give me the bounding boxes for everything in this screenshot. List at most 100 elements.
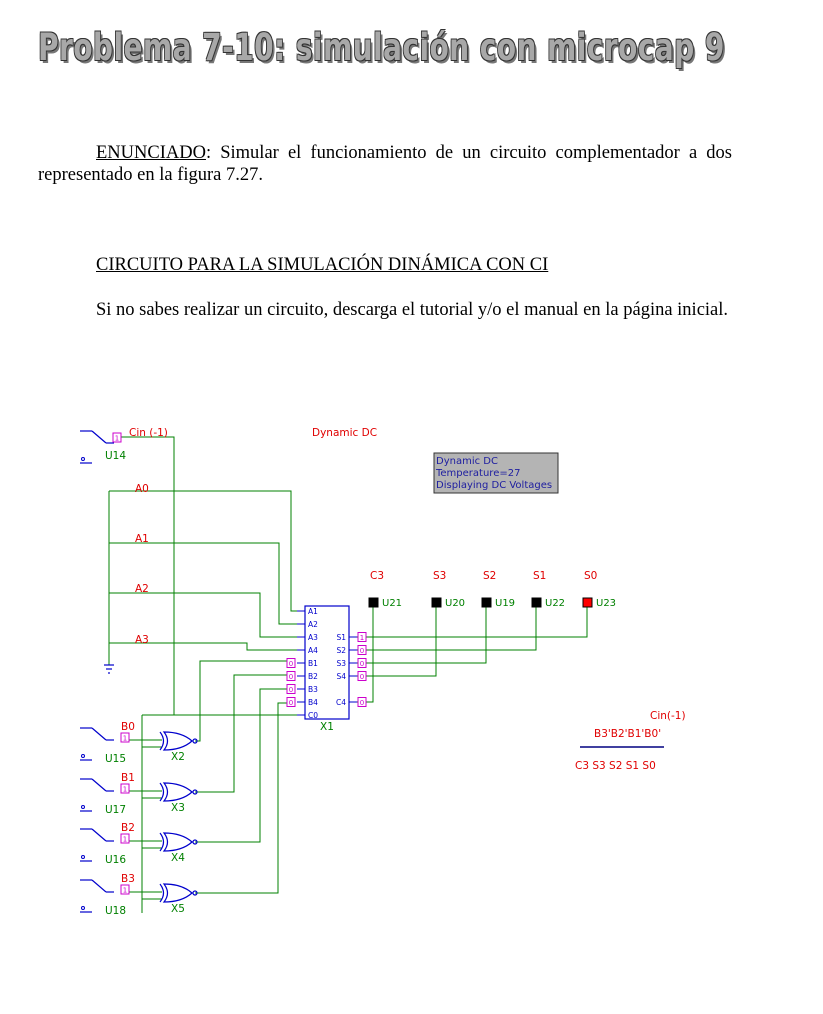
b-state-b3-box xyxy=(120,884,130,895)
output-probe-label-u22: U22 xyxy=(545,598,565,609)
ic-s2-state-box xyxy=(357,645,367,655)
xor-gate-label-x4: X4 xyxy=(171,852,185,864)
switch-terminal xyxy=(81,906,85,910)
ic-pin-a3: A3 xyxy=(308,633,318,642)
ic-s2-state: 0 xyxy=(360,647,364,655)
b-switch-label-u16: U16 xyxy=(105,854,126,866)
ic-pin-b3: B3 xyxy=(308,685,318,694)
cin-state-box xyxy=(112,432,122,443)
xor-output-wire xyxy=(195,688,287,843)
a-line-wire xyxy=(109,542,297,625)
ic-b3-state: 0 xyxy=(289,686,293,694)
ic-pin-s3: S3 xyxy=(336,659,346,668)
help-text: Si no sabes realizar un circuito, descar… xyxy=(96,300,729,320)
a-line-wire xyxy=(109,490,297,612)
page-title: Problema 7-10: simulación con microcap 9 xyxy=(38,26,725,69)
switch-terminal xyxy=(81,754,85,758)
xor-output-dot xyxy=(192,789,198,795)
xor-output-dot xyxy=(192,738,198,744)
cin-label: Cin (-1) xyxy=(129,427,168,439)
wires xyxy=(108,436,588,913)
b-state-b0-box xyxy=(120,732,130,743)
output-label-s3: S3 xyxy=(433,570,446,582)
b-switch-label-u15: U15 xyxy=(105,753,126,765)
ic-name: X1 xyxy=(320,721,334,733)
input-line-a3: A3 xyxy=(135,634,149,646)
xor-body xyxy=(162,883,193,903)
output-probe-u20 xyxy=(431,597,442,608)
output-wire xyxy=(357,607,487,664)
a-line-wire xyxy=(109,592,297,638)
ic-pin-a2: A2 xyxy=(308,620,318,629)
ic-s4-state: 0 xyxy=(360,673,364,681)
xor-back-curve xyxy=(159,883,165,903)
output-label-c3: C3 xyxy=(370,570,384,582)
b-switch-b1 xyxy=(80,778,114,812)
ic-s1-state-box xyxy=(357,632,367,642)
b-switch-b2 xyxy=(80,828,114,862)
xor-gate-x3 xyxy=(159,782,198,802)
enunciado-paragraph: ENUNCIADO: Simular el funcionamiento de … xyxy=(38,142,732,186)
b-label-b2: B2 xyxy=(121,822,135,834)
output-label-s0: S0 xyxy=(584,570,597,582)
circuit-schematic: 1A1A2A3A4B1B2B3B4C0S1S2S3S4C4C3U21S3U20S… xyxy=(72,403,738,933)
info-line-3: Displaying DC Voltages xyxy=(436,480,552,491)
output-wire xyxy=(357,607,537,651)
switch-lever xyxy=(91,879,107,893)
circuit-heading: CIRCUITO PARA LA SIMULACIÓN DINÁMICA CON… xyxy=(96,255,549,275)
input-line-a1: A1 xyxy=(135,533,149,545)
a-line-wire xyxy=(109,642,297,651)
xor-gate-label-x2: X2 xyxy=(171,751,185,763)
equation-bottom: C3 S3 S2 S1 S0 xyxy=(575,760,656,772)
cin-state: 1 xyxy=(115,435,119,443)
help-paragraph: Si no sabes realizar un circuito, descar… xyxy=(38,299,732,321)
ic-pin-c4: C4 xyxy=(336,698,346,707)
info-line-2: Temperature=27 xyxy=(435,468,520,479)
xor-gate-x2 xyxy=(159,731,198,751)
mode-label: Dynamic DC xyxy=(312,427,377,439)
output-probe-u21 xyxy=(368,597,379,608)
output-probe-label-u19: U19 xyxy=(495,598,515,609)
b-switch-b0 xyxy=(80,727,114,761)
ic-b4-state-box xyxy=(286,697,296,707)
parts: 1A1A2A3A4B1B2B3B4C0S1S2S3S4C4C3U21S3U20S… xyxy=(80,430,616,917)
xor-body xyxy=(162,832,193,852)
ic-pin-s2: S2 xyxy=(336,646,346,655)
output-probe-label-u20: U20 xyxy=(445,598,465,609)
xor-gate-label-x5: X5 xyxy=(171,903,185,915)
output-probe-u19 xyxy=(481,597,492,608)
b-state-b1: 1 xyxy=(123,786,127,794)
output-probe-u23 xyxy=(582,597,593,608)
output-probe-label-u21: U21 xyxy=(382,598,402,609)
ic-b1-state-box xyxy=(286,658,296,668)
switch-terminal xyxy=(81,805,85,809)
b-state-b2: 1 xyxy=(123,836,127,844)
ic-s3-state-box xyxy=(357,658,367,668)
ic-s3-state: 0 xyxy=(360,660,364,668)
ic-b3-state-box xyxy=(286,684,296,694)
ic-c4-state-box xyxy=(357,697,367,707)
xor-gate-label-x3: X3 xyxy=(171,802,185,814)
output-label-s1: S1 xyxy=(533,570,546,582)
info-box: Dynamic DC Temperature=27 Displaying DC … xyxy=(433,452,559,494)
xor-output-wire xyxy=(195,674,287,793)
ic-b4-state: 0 xyxy=(289,699,293,707)
output-probe-u22 xyxy=(531,597,542,608)
b-switch-label-u18: U18 xyxy=(105,905,126,917)
xor-body xyxy=(162,731,193,751)
switch-lever xyxy=(91,727,107,741)
xor-body xyxy=(162,782,193,802)
ic-pin-c0: C0 xyxy=(308,711,318,720)
b-state-b2-box xyxy=(120,833,130,844)
xor-output-dot xyxy=(192,839,198,845)
switch-lever xyxy=(91,778,107,792)
b-label-b1: B1 xyxy=(121,772,135,784)
input-line-a2: A2 xyxy=(135,583,149,595)
xor-output-dot xyxy=(192,890,198,896)
output-wire xyxy=(357,607,588,638)
cin-switch-label: U14 xyxy=(105,450,126,462)
b-label-b3: B3 xyxy=(121,873,135,885)
b-state-b1-box xyxy=(120,783,130,794)
ic-s1-state: 1 xyxy=(360,634,364,642)
switch-lever xyxy=(91,828,107,842)
